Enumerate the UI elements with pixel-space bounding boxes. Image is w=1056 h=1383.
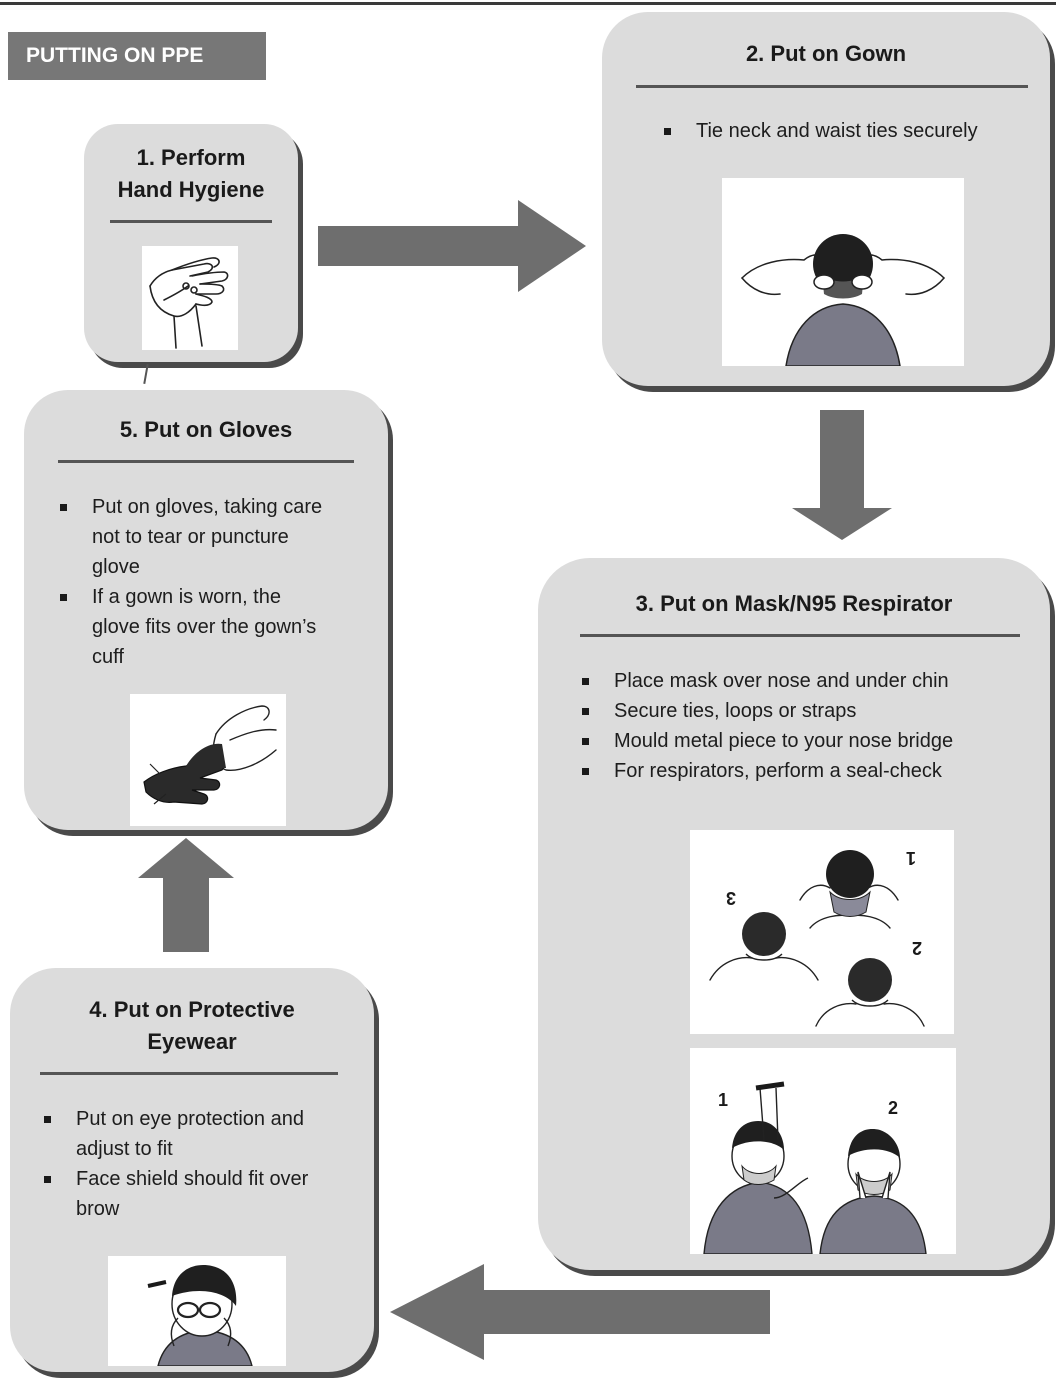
step-3-card: 3. Put on Mask/N95 Respirator Place mask… <box>538 558 1050 1270</box>
step-5-card: 5. Put on Gloves Put on gloves, taking c… <box>24 390 388 830</box>
bullet-item: If a gown is worn, the glove fits over t… <box>56 582 386 672</box>
bullet-item: Tie neck and waist ties securely <box>660 116 1040 146</box>
step-5-title: 5. Put on Gloves <box>119 417 293 442</box>
section-label: PUTTING ON PPE <box>8 32 266 80</box>
step-3-divider <box>580 634 1020 637</box>
gown-illustration <box>722 178 964 366</box>
step-4-bullets: Put on eye protection and adjust to fit … <box>40 1104 370 1224</box>
tie-step-label-3: 3 <box>726 888 736 908</box>
bullet-item: Put on gloves, taking care not to tear o… <box>56 492 386 582</box>
bullet-line: Put on eye protection and <box>76 1108 304 1130</box>
step-5-bullets: Put on gloves, taking care not to tear o… <box>56 492 386 672</box>
step-2-title: 2. Put on Gown <box>745 41 907 66</box>
seal-step-label-1: 1 <box>718 1090 728 1110</box>
bullet-line: glove fits over the gown’s <box>92 616 317 638</box>
step-1-title-line2: Hand Hygiene <box>117 177 265 202</box>
step-2-card: 2. Put on Gown Tie neck and waist ties s… <box>602 12 1050 386</box>
top-rule <box>0 2 1056 5</box>
step-4-title-line1: 4. Put on Protective <box>89 997 295 1022</box>
step-3-title: 3. Put on Mask/N95 Respirator <box>635 591 953 616</box>
gloves-illustration <box>130 694 286 826</box>
seal-check-illustration: 1 2 <box>690 1048 956 1254</box>
bullet-item: Secure ties, loops or straps <box>578 696 1038 726</box>
step-3-bullets: Place mask over nose and under chin Secu… <box>578 666 1038 786</box>
bullet-line: Face shield should fit over <box>76 1168 309 1190</box>
arrow-step3-to-step4 <box>390 1264 770 1360</box>
step-4-divider <box>40 1072 338 1075</box>
seal-step-label-2: 2 <box>888 1098 898 1118</box>
step-1-card: 1. Perform Hand Hygiene <box>84 124 298 362</box>
step-2-bullets: Tie neck and waist ties securely <box>660 116 1040 146</box>
step-2-divider <box>636 85 1028 88</box>
bullet-line: cuff <box>92 646 124 668</box>
bullet-line: glove <box>92 556 140 578</box>
arrow-step4-to-step5 <box>138 838 234 952</box>
bullet-line: brow <box>76 1198 120 1220</box>
step-1-title-line1: 1. Perform <box>136 145 246 170</box>
bullet-item: Face shield should fit over brow <box>40 1164 370 1224</box>
hand-hygiene-illustration <box>142 246 238 350</box>
step-5-divider <box>58 460 354 463</box>
arrow-step2-to-step3 <box>792 410 892 540</box>
bullet-line: adjust to fit <box>76 1138 173 1160</box>
connector-line <box>143 363 149 385</box>
tie-step-label-2: 2 <box>912 938 922 958</box>
bullet-line: not to tear or puncture <box>92 526 289 548</box>
bullet-item: Place mask over nose and under chin <box>578 666 1038 696</box>
bullet-item: For respirators, perform a seal-check <box>578 756 1038 786</box>
arrow-step1-to-step2 <box>318 200 586 292</box>
bullet-item: Put on eye protection and adjust to fit <box>40 1104 370 1164</box>
step-4-card: 4. Put on Protective Eyewear Put on eye … <box>10 968 374 1372</box>
bullet-item: Mould metal piece to your nose bridge <box>578 726 1038 756</box>
mask-ties-illustration: 1 2 3 <box>690 830 954 1034</box>
eyewear-illustration <box>108 1256 286 1366</box>
tie-step-label-1: 1 <box>906 848 916 868</box>
step-1-divider <box>110 220 272 223</box>
bullet-line: If a gown is worn, the <box>92 586 281 608</box>
bullet-line: Put on gloves, taking care <box>92 496 323 518</box>
step-4-title-line2: Eyewear <box>147 1029 237 1054</box>
